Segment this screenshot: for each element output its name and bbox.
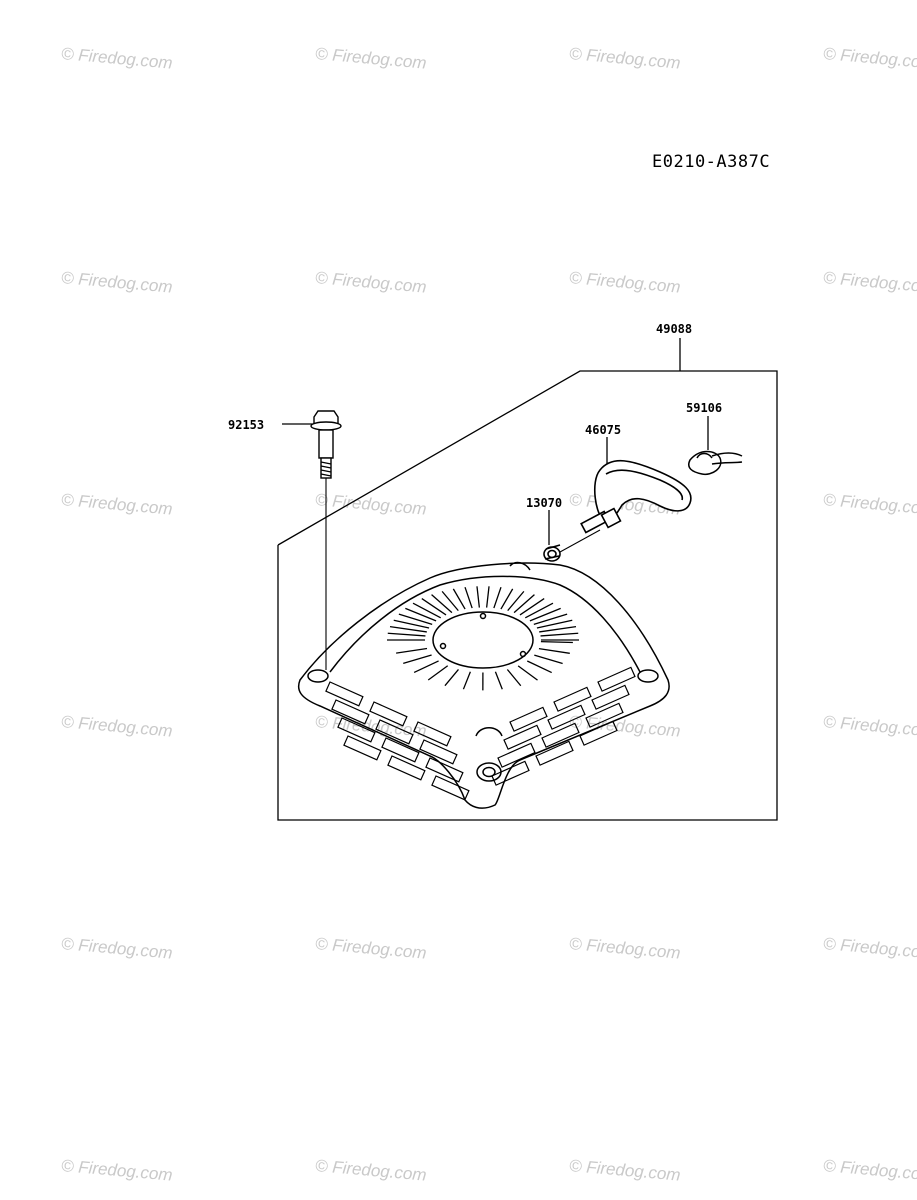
vent-slot bbox=[387, 632, 426, 637]
vent-slot bbox=[507, 590, 525, 612]
vent-slot bbox=[396, 647, 428, 654]
grille-slot bbox=[337, 717, 376, 743]
grille-slot bbox=[375, 719, 414, 745]
vent-slot bbox=[431, 594, 453, 614]
vent-slot bbox=[536, 619, 573, 629]
grille-slot bbox=[419, 739, 458, 765]
grille-slot bbox=[497, 742, 536, 768]
vent-slot bbox=[493, 586, 502, 609]
part-number-92153[interactable]: 92153 bbox=[228, 418, 265, 432]
handle-icon bbox=[580, 459, 692, 534]
part-number-46075[interactable]: 46075 bbox=[585, 423, 622, 437]
vent-slot bbox=[540, 640, 573, 644]
grille-slot bbox=[535, 740, 574, 766]
vent-slot bbox=[389, 625, 427, 633]
part-number-13070[interactable]: 13070 bbox=[526, 496, 563, 510]
grille-slot bbox=[325, 681, 364, 707]
vent-slot bbox=[506, 669, 522, 687]
rope-knot-icon bbox=[688, 450, 743, 476]
grille-slot bbox=[503, 724, 542, 750]
part-number-59106[interactable]: 59106 bbox=[686, 401, 723, 415]
vent-slot bbox=[444, 669, 459, 687]
grille-slot bbox=[331, 699, 370, 725]
vent-slot bbox=[441, 590, 459, 612]
part-number-49088[interactable]: 49088 bbox=[656, 322, 693, 336]
vent-slot bbox=[534, 654, 563, 665]
grille-slot bbox=[431, 775, 470, 801]
vent-slot bbox=[533, 613, 568, 625]
grommet-icon bbox=[543, 544, 561, 562]
grille-slot bbox=[413, 721, 452, 747]
grille-slot bbox=[491, 760, 530, 786]
grille-slot bbox=[585, 702, 624, 728]
grille-slot bbox=[381, 737, 420, 763]
grille-slot bbox=[425, 757, 464, 783]
vent-slot bbox=[500, 588, 514, 610]
grille-slot bbox=[541, 722, 580, 748]
vent-slot bbox=[538, 647, 570, 654]
grille-slot bbox=[591, 684, 630, 710]
vent-slot bbox=[393, 619, 430, 629]
vent-slot bbox=[427, 665, 449, 681]
diagram-code: E0210-A387C bbox=[652, 152, 771, 172]
bolt-icon bbox=[310, 410, 342, 479]
cover-vents bbox=[387, 586, 579, 691]
vent-slot bbox=[413, 660, 439, 674]
grille-slot bbox=[387, 755, 426, 781]
vent-slot bbox=[494, 671, 503, 690]
vent-slot bbox=[513, 594, 535, 614]
vent-slot bbox=[462, 671, 471, 690]
grille-slot bbox=[369, 701, 408, 727]
vent-slot bbox=[421, 598, 447, 616]
grille-slot bbox=[547, 704, 586, 730]
vent-slot bbox=[524, 602, 554, 619]
grille-slot bbox=[509, 706, 548, 732]
vent-slot bbox=[452, 588, 466, 610]
grille-slot bbox=[579, 720, 618, 746]
vent-slot bbox=[464, 586, 473, 609]
vent-slot bbox=[403, 654, 432, 664]
grille-slot bbox=[343, 735, 382, 761]
cover-grilles bbox=[325, 666, 636, 801]
starter-cover-icon bbox=[297, 561, 670, 809]
vent-slot bbox=[476, 586, 481, 608]
vent-slot bbox=[398, 613, 433, 625]
grille-slot bbox=[597, 666, 636, 692]
vent-slot bbox=[517, 665, 538, 681]
vent-slot bbox=[539, 625, 577, 633]
vent-slot bbox=[485, 586, 490, 608]
vent-slot bbox=[526, 660, 552, 674]
vent-slot bbox=[412, 602, 442, 619]
vent-slot bbox=[519, 598, 545, 616]
grille-slot bbox=[553, 686, 592, 712]
assembly-outline bbox=[277, 370, 778, 821]
vent-slot bbox=[529, 607, 561, 622]
handle-axis bbox=[559, 529, 601, 553]
vent-slot bbox=[540, 632, 579, 637]
vent-slot bbox=[405, 607, 437, 622]
